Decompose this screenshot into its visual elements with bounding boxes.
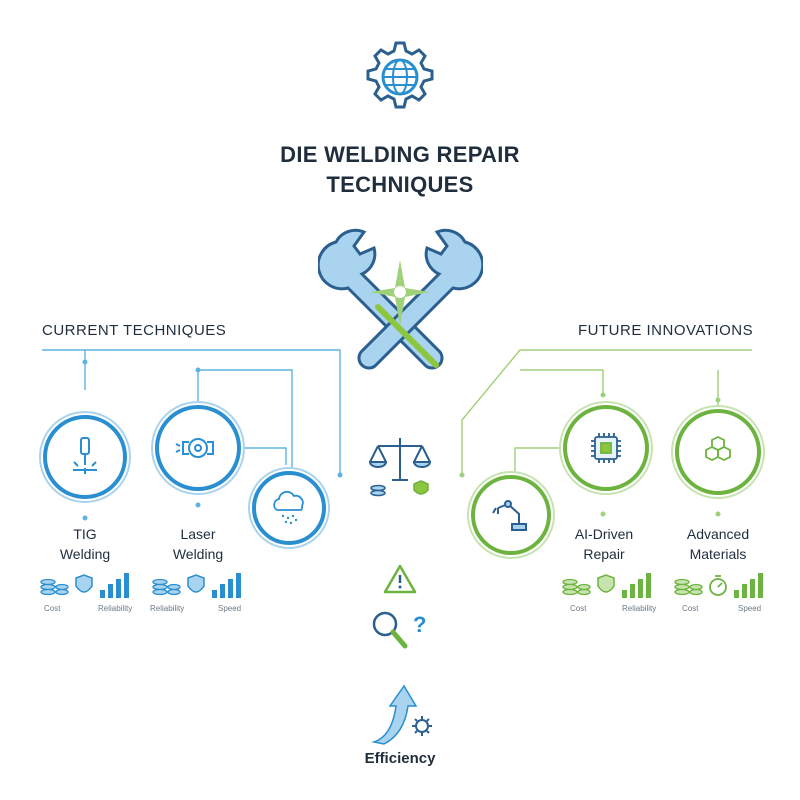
advanced-line-1: Advanced: [686, 526, 750, 542]
laser-metric-right: Speed: [218, 604, 242, 613]
magnifier-question-icon: ?: [372, 611, 426, 649]
gear-icon: [412, 716, 432, 736]
svg-text:?: ?: [413, 612, 426, 637]
stopwatch-icon: [709, 575, 727, 596]
bar-chart-icon: [622, 573, 651, 598]
balance-scale-icon: [368, 438, 432, 497]
tig-metrics-icons: [40, 573, 129, 598]
advanced-materials-node: [671, 405, 765, 499]
ai-driven-repair-label: AI-Driven Repair: [556, 524, 652, 564]
crossed-wrenches-icon: [318, 228, 483, 370]
hex-lattice-icon: [705, 435, 731, 462]
growth-arrow-icon: [371, 684, 432, 745]
tig-metric-right: Reliability: [98, 604, 133, 613]
ai-metric-right: Reliability: [622, 604, 657, 613]
advanced-metric-right: Speed: [738, 604, 762, 613]
shield-icon: [187, 574, 205, 593]
tig-line-2: Welding: [59, 546, 111, 562]
ai-metric-left: Cost: [570, 604, 587, 613]
advanced-line-2: Materials: [689, 546, 747, 562]
torch-icon: [73, 437, 97, 474]
shield-icon: [75, 574, 93, 593]
ai-line-2: Repair: [583, 546, 625, 562]
cloud-spray-node: [248, 467, 330, 549]
page-title: DIE WELDING REPAIR TECHNIQUES: [0, 142, 800, 198]
section-current-techniques: CURRENT TECHNIQUES: [42, 322, 227, 339]
laser-metric-left: Reliability: [150, 604, 185, 613]
laser-line-2: Welding: [172, 546, 224, 562]
ai-metrics-icons: [562, 573, 651, 598]
laser-metrics-icons: [152, 573, 241, 598]
title-line-2: TECHNIQUES: [326, 172, 474, 197]
advanced-materials-label: Advanced Materials: [666, 524, 770, 564]
advanced-metric-left: Cost: [682, 604, 699, 613]
cloud-spray-icon: [273, 490, 304, 511]
advanced-metrics-icons: [674, 573, 763, 598]
chip-icon: [591, 433, 621, 463]
bar-chart-icon: [212, 573, 241, 598]
laser-welding-label: Laser Welding: [150, 524, 246, 564]
robot-arm-icon: [492, 500, 527, 531]
laser-welding-node: [151, 401, 245, 495]
section-future-innovations: FUTURE INNOVATIONS: [578, 322, 754, 339]
chip-node: [559, 401, 653, 495]
ai-driven-repair-node: [467, 471, 555, 559]
bar-chart-icon: [100, 573, 129, 598]
laser-head-icon: [175, 438, 214, 458]
gear-globe-icon: [366, 41, 434, 109]
shield-icon: [597, 574, 615, 593]
tig-welding-label: TIG Welding: [40, 524, 130, 564]
warning-icon: [383, 564, 417, 594]
efficiency-label: Efficiency: [364, 750, 436, 767]
bar-chart-icon: [734, 573, 763, 598]
title-line-1: DIE WELDING REPAIR: [280, 142, 520, 167]
tig-metric-left: Cost: [44, 604, 61, 613]
tig-line-1: TIG: [73, 526, 97, 542]
laser-line-1: Laser: [180, 526, 216, 542]
ai-line-1: AI-Driven: [574, 526, 634, 542]
tig-welding-node: [39, 411, 131, 503]
